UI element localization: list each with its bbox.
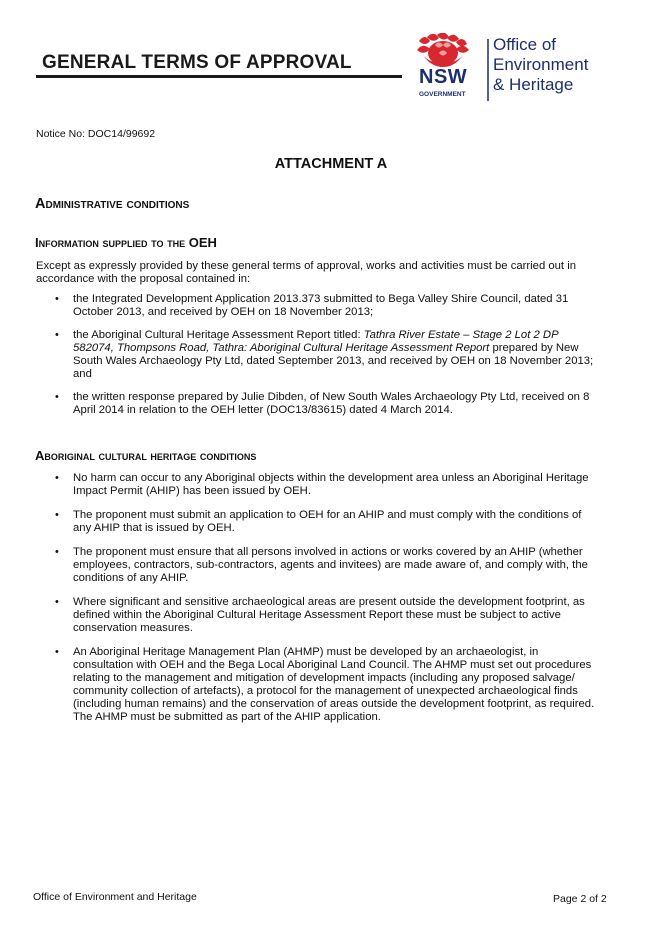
admin-conditions-heading: Administrative conditions — [35, 196, 190, 212]
bullet-icon: • — [55, 391, 59, 403]
list-item-text: the written response prepared by Julie D… — [73, 391, 590, 416]
agency-name: Office of Environment & Heritage — [493, 35, 588, 95]
bullet-icon: • — [55, 329, 59, 341]
government-wordmark: GOVERNMENT — [419, 91, 466, 98]
info-supplied-heading: Information supplied to the OEH — [35, 235, 217, 250]
list-item: • the Aboriginal Cultural Heritage Asses… — [36, 329, 596, 381]
list-item: • No harm can occur to any Aboriginal ob… — [36, 472, 596, 498]
list-item-text: No harm can occur to any Aboriginal obje… — [73, 472, 589, 497]
attachment-title: ATTACHMENT A — [274, 156, 388, 172]
waratah-icon — [417, 32, 489, 101]
info-heading-oeh: OEH — [188, 235, 217, 250]
list-item-text: the Integrated Development Application 2… — [73, 293, 569, 318]
bullet-icon: • — [55, 509, 59, 521]
agency-line-3: & Heritage — [493, 75, 574, 94]
bullet-icon: • — [55, 596, 59, 608]
list-item: • An Aboriginal Heritage Management Plan… — [36, 646, 596, 724]
notice-number: Notice No: DOC14/99692 — [36, 128, 156, 140]
list-item-text: The proponent must submit an application… — [73, 509, 582, 534]
agency-line-2: Environment — [493, 55, 589, 74]
bullet-icon: • — [55, 646, 59, 658]
list-item: • the Integrated Development Application… — [36, 293, 596, 319]
page-number: Page 2 of 2 — [553, 893, 607, 905]
list-item: • Where significant and sensitive archae… — [36, 596, 596, 635]
list-item-text: the Aboriginal Cultural Heritage Assessm… — [73, 329, 364, 341]
list-item-text: Where significant and sensitive archaeol… — [73, 596, 585, 634]
list-item-text: The proponent must ensure that all perso… — [73, 546, 588, 584]
nsw-wordmark: NSW — [419, 66, 468, 88]
document-title: GENERAL TERMS OF APPROVAL — [42, 52, 352, 73]
list-item: • the written response prepared by Julie… — [36, 391, 596, 417]
report-title: Tathra River Estate – Stage 2 Lot 2 DP 5… — [73, 329, 559, 354]
list-item-text: An Aboriginal Heritage Management Plan (… — [73, 646, 595, 723]
bullet-icon: • — [55, 472, 59, 484]
footer-agency: Office of Environment and Heritage — [33, 891, 197, 903]
bullet-icon: • — [55, 546, 59, 558]
bullet-icon: • — [55, 293, 59, 305]
info-heading-text: Information supplied to the — [35, 235, 186, 250]
title-underline — [36, 75, 402, 78]
info-list: • the Integrated Development Application… — [36, 293, 596, 427]
info-intro-paragraph: Except as expressly provided by these ge… — [36, 260, 577, 285]
aboriginal-conditions-heading: Aboriginal cultural heritage conditions — [35, 448, 257, 463]
aboriginal-conditions-list: • No harm can occur to any Aboriginal ob… — [36, 472, 596, 735]
nsw-oeh-logo: NSW GOVERNMENT Office of Environment & H… — [413, 32, 613, 105]
agency-line-1: Office of — [493, 35, 556, 54]
list-item: • The proponent must ensure that all per… — [36, 546, 596, 585]
list-item: • The proponent must submit an applicati… — [36, 509, 596, 535]
list-item-text: prepared by New South Wales Archaeology … — [73, 342, 594, 380]
